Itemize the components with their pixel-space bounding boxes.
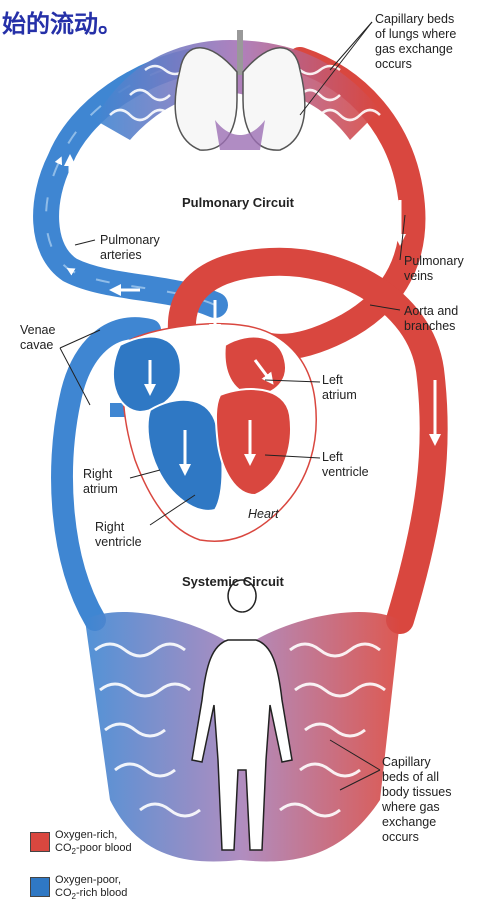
label-right-ventricle: Right ventricle (95, 520, 142, 550)
label-aorta: Aorta and branches (404, 304, 458, 334)
legend-oxygen-poor: Oxygen-poor, CO2-rich blood (55, 874, 127, 903)
label-heart: Heart (248, 507, 279, 521)
legend-swatch-oxygen-rich (30, 832, 50, 852)
left-atrium (225, 337, 286, 395)
systemic-circuit-heading: Systemic Circuit (182, 574, 284, 589)
label-capillary-lungs: Capillary beds of lungs where gas exchan… (375, 12, 456, 72)
legend-swatch-oxygen-poor (30, 877, 50, 897)
label-pulmonary-arteries: Pulmonary arteries (100, 233, 160, 263)
pulmonary-circuit-heading: Pulmonary Circuit (182, 195, 294, 210)
label-venae-cavae: Venae cavae (20, 323, 55, 353)
label-right-atrium: Right atrium (83, 467, 118, 497)
label-left-ventricle: Left ventricle (322, 450, 369, 480)
banner-text: 始的流动。 (2, 4, 122, 39)
label-capillary-body: Capillary beds of all body tissues where… (382, 755, 451, 845)
label-pulmonary-veins: Pulmonary veins (404, 254, 464, 284)
label-left-atrium: Left atrium (322, 373, 357, 403)
legend-oxygen-rich: Oxygen-rich, CO2-poor blood (55, 829, 132, 858)
